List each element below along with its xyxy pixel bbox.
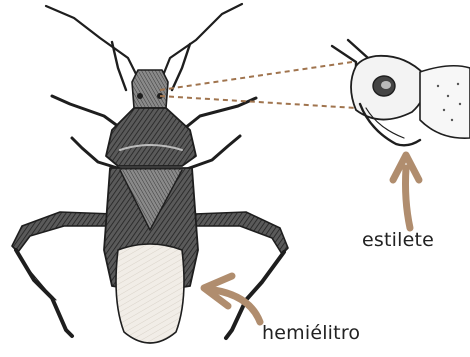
label-estilete: estilete bbox=[362, 229, 434, 251]
head-detail-illustration bbox=[332, 40, 470, 145]
arrow-estilete bbox=[393, 155, 419, 228]
label-hemielitro: hemiélitro bbox=[262, 322, 360, 344]
insect-illustration bbox=[12, 4, 288, 343]
arrow-hemielitro bbox=[204, 276, 260, 322]
leader-lines bbox=[160, 62, 356, 108]
eye-left bbox=[137, 93, 143, 99]
wing-membrane bbox=[116, 244, 184, 343]
insect-pronotum bbox=[106, 108, 196, 166]
